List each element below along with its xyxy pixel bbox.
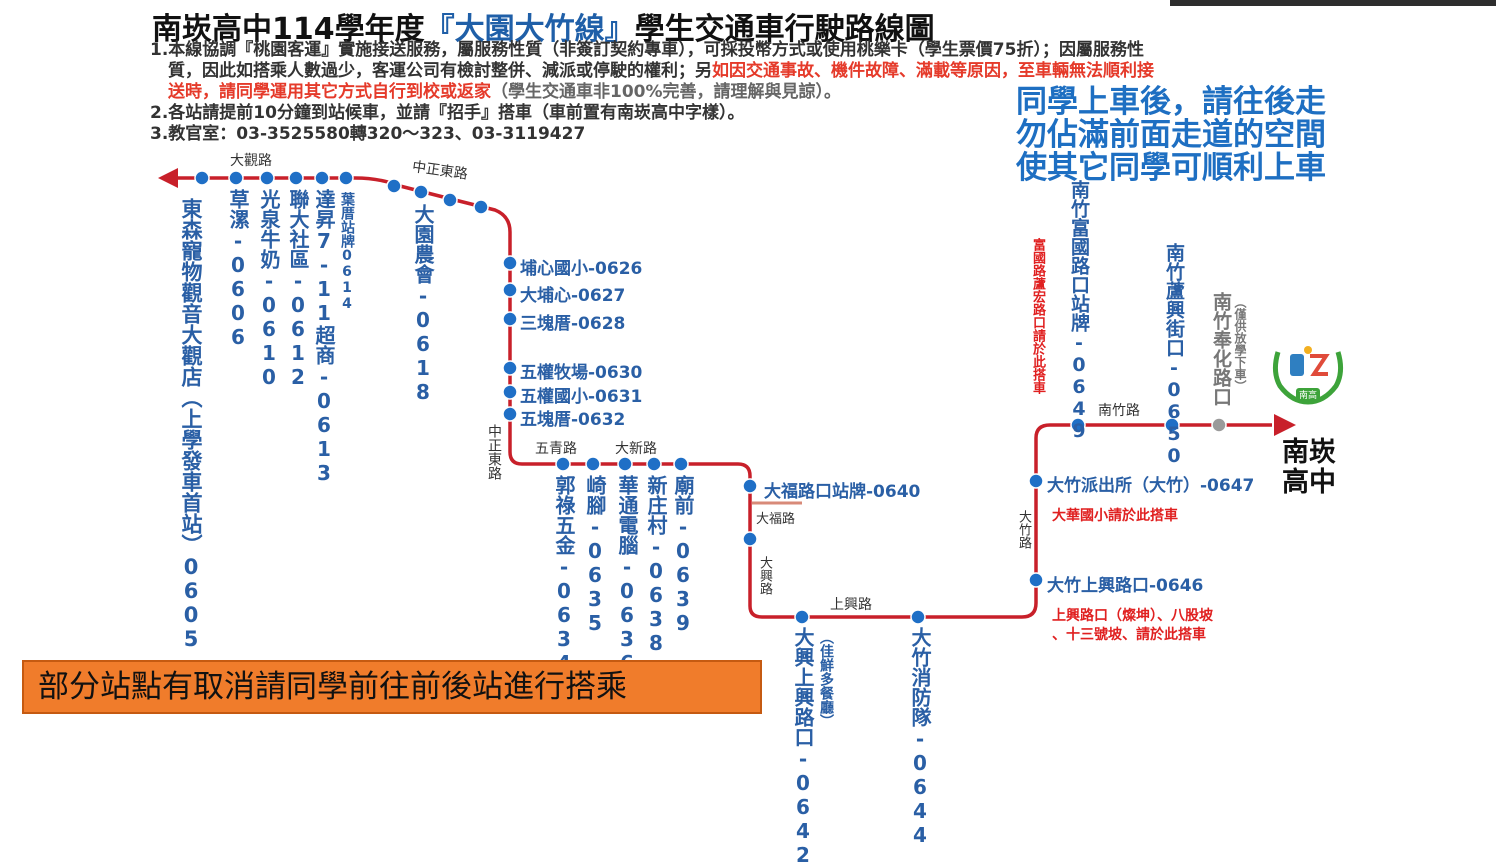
- stop-label-xinzhuang: 新庄村-0638: [644, 475, 668, 655]
- stop-label-miaoqian: 廟前-0639: [671, 475, 695, 635]
- note-line-5: 3.教官室：03-3525580轉320～323、03-3119427: [150, 124, 586, 144]
- stop-dot-guangquan: [259, 170, 275, 186]
- stop-label-dafu: 大福路口站牌-0640: [764, 482, 921, 502]
- note-line-1: 1.本線協調『桃園客運』實施接送服務，屬服務性質（非簽訂契約專車），可採投幣方式…: [150, 40, 1144, 60]
- stop-label-wukuai: 五塊厝-0632: [520, 410, 626, 430]
- road-label-nanzhu: 南竹路: [1098, 403, 1140, 419]
- stop-dot-wukuai: [502, 406, 518, 422]
- stop-dot-wuquan-ranch: [502, 360, 518, 376]
- stop-note-daxing: （佳鮮多餐廳）: [818, 630, 834, 728]
- stop-label-dongsen: 東森寵物觀音大觀店（上學發車首站）0605: [179, 198, 203, 651]
- stop-dot-fenghua: [1211, 417, 1227, 433]
- stop-dot-pcs: [1028, 473, 1044, 489]
- route-map: [158, 168, 1296, 625]
- stop-dot-miaoqian: [673, 456, 689, 472]
- stop-label-lianda: 聯大社區-0612: [286, 189, 310, 389]
- route-start-arrow: [158, 168, 178, 188]
- stop-label-huatong: 華通電腦-0636: [615, 475, 639, 675]
- stop-dot-guolu: [555, 456, 571, 472]
- stop-dot-extra-1: [386, 178, 402, 194]
- stop-dot-caolei: [228, 170, 244, 186]
- stop-dot-dasheng: [314, 170, 330, 186]
- stop-dot-huatong: [617, 456, 633, 472]
- stop-label-yecuo: 葉厝站牌0614: [339, 192, 355, 312]
- stop-dot-daxing-sx: [794, 609, 810, 625]
- stop-label-caolei: 草漯-0606: [226, 189, 250, 349]
- stop-dot-qijiao: [585, 456, 601, 472]
- stop-dot-extra-3: [473, 199, 489, 215]
- stop-dot-sankuai: [502, 311, 518, 327]
- road-label-daguan: 大觀路: [230, 153, 272, 169]
- stop-dot-dayuan: [413, 184, 429, 200]
- stop-label-dayuan: 大園農會-0618: [411, 204, 435, 404]
- road-label-wuqing: 五青路: [535, 441, 577, 457]
- page-title: 南崁高中114學年度『大園大竹線』學生交通車行駛路線圖: [152, 12, 935, 47]
- stop-label-dazhu-sx: 大竹上興路口-0646: [1047, 576, 1204, 596]
- stop-label-guolu: 郭祿五金-0634: [552, 475, 576, 675]
- stop-dot-puxin: [502, 255, 518, 271]
- road-label-dafu: 大福路: [756, 512, 796, 527]
- stop-dot-dafu: [742, 478, 758, 494]
- stop-label-pcs: 大竹派出所（大竹）-0647: [1047, 476, 1255, 496]
- destination: 南崁高中: [1282, 437, 1336, 498]
- road-label-dazhu: 大竹路: [1016, 510, 1031, 549]
- stop-note-fenghua: （僅供放學下車）: [1233, 296, 1247, 392]
- stop-label-daxing-sx: 大興上興路口-0642: [791, 627, 815, 867]
- stop-dot-wuquan-school: [502, 384, 518, 400]
- route-end-arrow: [1274, 414, 1296, 436]
- stop-dot-luxing: [1164, 417, 1180, 433]
- stop-label-qijiao: 崎腳-0635: [583, 475, 607, 635]
- stop-label-dasheng: 達昇7-11超商-0613: [312, 189, 336, 485]
- stop-label-wuquan-ranch: 五權牧場-0630: [520, 363, 643, 383]
- stop-dot-extra-2: [442, 192, 458, 208]
- stop-dot-fuguo: [1070, 417, 1086, 433]
- stop-dot-dapuxin: [502, 282, 518, 298]
- stop-label-xiaofang: 大竹消防隊-0644: [908, 627, 932, 847]
- stop-label-sankuai: 三塊厝-0628: [520, 314, 626, 334]
- stop-label-guangquan: 光泉牛奶-0610: [257, 189, 281, 389]
- road-label-daxin: 大新路: [615, 441, 657, 457]
- stop-label-dapuxin: 大埔心-0627: [520, 286, 626, 306]
- top-bar: [1170, 0, 1496, 6]
- note-dahua: 大華國小請於此搭車: [1052, 508, 1178, 524]
- note-shangxing-b: 、十三號坡、請於此搭車: [1052, 627, 1206, 643]
- stop-dot-yecuo: [338, 170, 354, 186]
- boarding-notice: 同學上車後，請往後走勿佔滿前面走道的空間使其它同學可順利上車: [1016, 84, 1326, 186]
- stop-label-luxing: 南竹蘆興街口-0650: [1163, 243, 1185, 467]
- note-line-4: 2.各站請提前10分鐘到站候車，並請『招手』搭車（車前置有南崁高中字樣）。: [150, 103, 745, 123]
- stop-dot-lianda: [288, 170, 304, 186]
- cancel-notice: 部分站點有取消請同學前往前後站進行搭乘: [22, 660, 762, 714]
- note-shangxing-a: 上興路口（燦坤）、八股坡: [1052, 608, 1213, 624]
- stop-label-fuguo: 南竹富國路口站牌-0649: [1068, 180, 1090, 442]
- note-line-2: 質，因此如搭乘人數過少，客運公司有檢討整併、減派或停駛的權利；另如因交通事故、機…: [168, 61, 1154, 81]
- stop-label-fenghua: 南竹奉化路口: [1210, 292, 1232, 406]
- note-line-3: 送時，請同學運用其它方式自行到校或返家（學生交通車非100%完善，請理解與見諒）…: [168, 82, 842, 102]
- stop-dot-daxing-road: [742, 531, 758, 547]
- school-logo: 南高: [1272, 346, 1344, 405]
- stop-dot-dongsen: [194, 170, 210, 186]
- stop-dot-dazhu-sx: [1028, 572, 1044, 588]
- note-fuguo: 富國路蘆宏路口請於此搭車: [1030, 238, 1045, 394]
- stop-dot-xiaofang: [910, 609, 926, 625]
- stop-dot-xinzhuang: [646, 456, 662, 472]
- stop-label-wuquan-school: 五權國小-0631: [520, 387, 643, 407]
- route-line: [178, 176, 1272, 619]
- road-label-zhongzheng-2: 中正東路: [486, 424, 502, 480]
- route-name: 『大園大竹線』: [424, 12, 635, 47]
- road-label-daxing: 大興路: [757, 556, 772, 595]
- stop-label-puxin: 埔心國小-0626: [520, 259, 643, 279]
- road-label-shangxing: 上興路: [830, 597, 872, 613]
- logo-text: 南高: [1299, 389, 1317, 401]
